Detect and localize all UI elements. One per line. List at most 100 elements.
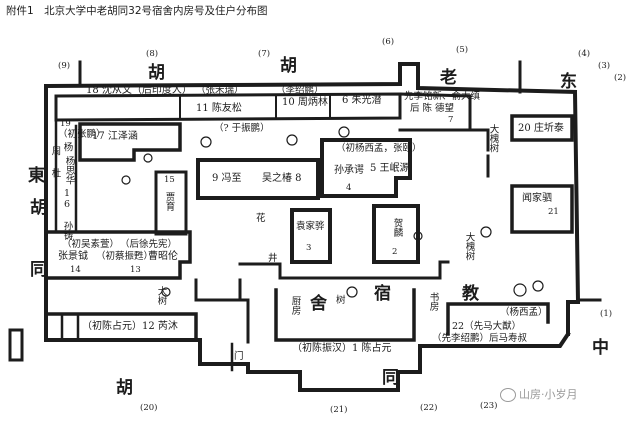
street-west-2: 胡 [30,198,47,218]
room-12-label: （初陈占元）12 芮沐 [82,321,178,332]
compound-label-2: 宿 [374,284,391,304]
upper-tree-label: 大槐树 [487,124,499,153]
tree-mark-2 [286,134,298,146]
room-22-label-c: （杨西孟） [500,307,548,318]
room-7-num: 7 [448,115,454,125]
tree-mark-8 [413,231,423,241]
room-21-num: 21 [548,207,559,217]
east-wing-wall [468,128,490,178]
room-4-num: 4 [346,183,352,193]
room-4-note: （初杨西孟，张颐） [336,143,422,154]
watermark-icon [500,388,516,402]
room-13-note: （初蔡振甦） [96,251,154,262]
room-17-label: 17 江泽涵 [92,131,138,142]
room-20 [510,114,574,142]
room-22-label-b: （先李绍鹏）后马寿叔 [432,333,528,344]
tree-mark-7 [346,286,358,298]
room-2-num: 2 [392,247,398,257]
room-18-label: 18 沈从文（后印度人） [86,85,192,96]
compound-wall-north [45,62,578,95]
border-num-22: (22) [420,403,438,413]
tree-mark-1 [200,136,212,148]
room-2 [372,204,420,264]
map-caption: 附件1 北京大学中老胡同32号宿舍内房号及住户分布图 [6,5,268,17]
room-4-5 [320,138,412,198]
compound-wall-east [566,89,581,336]
border-num-1: (1) [600,309,613,319]
border-num-21: (21) [330,405,348,415]
resident-li-shaopeng: （李绍鹏） [276,85,324,96]
street-north-3: 东 [560,72,577,92]
border-num-2: (2) [614,73,627,83]
room-14-13 [44,230,192,280]
tree-mark-3 [338,126,350,138]
room-20-label: 20 庄圻泰 [518,123,564,134]
room-15-num: 15 [164,175,175,185]
room-13-resident: 曹昭伦 [148,251,178,262]
room-22-label-a: 22（先马大猷） [452,321,522,332]
tree-mark-4 [480,226,492,238]
street-north-2: 老 [440,68,457,88]
room-15 [154,170,188,236]
room-5-label: 5 王岷源 [370,163,410,174]
street-east-1: 中 [592,338,609,358]
room-10-label: 10 周炳林 [282,97,328,108]
room-21-label: 闻家驷 [522,193,552,204]
room-15-resident: 贾育 [163,192,175,211]
street-south-1: 胡 [116,378,133,398]
study-label: 书房 [427,292,439,311]
tree-mark-6 [532,280,544,292]
kitchen-label: 厨房 [289,296,301,315]
room-21 [510,184,574,234]
room-3 [290,208,332,264]
room-14-note-b: （后徐先宪） [120,239,178,250]
room-19-num: 19 [60,119,71,129]
resident-yu-zhenpeng: （? 于振鹏） [214,123,270,134]
room-12 [44,312,198,342]
well-label: 井 [268,253,278,264]
room-2-resident: 贺麟 [391,218,403,237]
watermark-text: 山房·小岁月 [519,388,578,401]
gate-label: 门 [234,351,244,362]
border-num-3: (3) [598,61,611,71]
border-num-8: (8) [146,49,159,59]
room-14-num: 14 [70,265,81,275]
plants-label: 花 [256,213,266,224]
watermark: 山房·小岁月 [500,386,578,402]
room-4-label: 孙承谔 [334,165,364,176]
compound-label-1: 舍 [310,294,327,314]
room-1-label: （初陈振汉）1 陈占元 [292,343,392,354]
street-west-1: 東 [28,166,45,186]
middle-wall [194,278,242,302]
tree-south-label: 树 [336,295,346,306]
room-19-resident-c: 杨思华 [63,156,75,185]
room-14-note-a: （初吴素萱） [62,239,120,250]
south-room-small [206,298,250,344]
room-6-label: 6 朱光潜 [342,95,382,106]
border-num-4: (4) [578,49,591,59]
room-9-label: 9 冯至 [212,173,242,184]
room-11-label: 11 陈友松 [196,103,242,114]
room-13-num: 13 [130,265,141,275]
compound-wall-south [44,331,571,392]
street-west-4: 胡 [280,56,297,76]
street-west-3: 同 [30,260,47,280]
room-22 [446,302,550,336]
border-num-23: (23) [480,401,498,411]
room-16 [54,118,78,234]
central-wall [238,260,450,280]
room-9-8 [196,158,320,200]
north-row [54,92,402,122]
room-8-label: 吴之椿 8 [262,173,302,184]
room-3-num: 3 [306,243,312,253]
border-num-9: (9) [58,61,71,71]
tree-mark-9 [143,153,153,163]
room-17 [78,122,182,162]
street-north-1: 胡 [148,63,165,83]
border-num-6: (6) [382,37,395,47]
border-num-20: (20) [140,403,158,413]
room-16-label: 16 孙铸 [61,188,73,240]
north-east-room [398,92,472,132]
border-num-5: (5) [456,45,469,55]
